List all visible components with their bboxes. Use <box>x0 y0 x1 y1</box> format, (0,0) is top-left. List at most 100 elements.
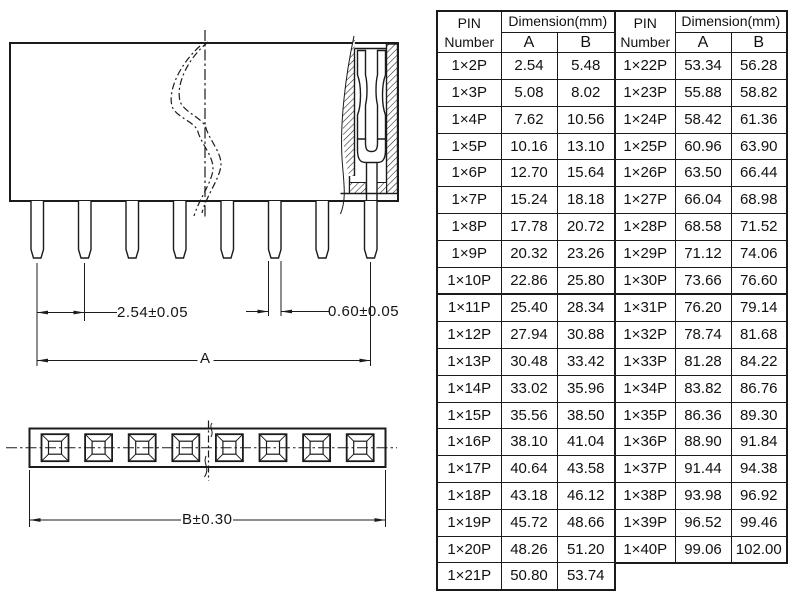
pin <box>125 201 140 259</box>
dim-a-cell: 96.52 <box>674 508 732 537</box>
pin <box>77 201 92 259</box>
floor-hatch <box>376 182 387 194</box>
dim-a-cell: 45.72 <box>500 508 558 537</box>
dim-b-cell: 61.36 <box>730 105 788 134</box>
dim-b-cell: 79.14 <box>730 293 788 323</box>
dim-a-cell: 40.64 <box>500 455 558 483</box>
pin-number-cell: 1×22P <box>614 52 676 80</box>
dim-a-cell: 2.54 <box>500 52 558 80</box>
bottom-break <box>204 420 213 481</box>
pin-number-cell: 1×10P <box>436 266 502 296</box>
pin-number-cell: 1×4P <box>436 105 502 134</box>
dim-a-cell: 53.34 <box>674 52 732 80</box>
dim-a-cell: 50.80 <box>500 562 558 591</box>
dim-a-cell: 22.86 <box>500 266 558 296</box>
dim-b-cell: 25.80 <box>556 266 616 296</box>
pin-number-cell: 1×23P <box>614 78 676 107</box>
overall-dimension-a <box>37 262 371 366</box>
pins <box>30 201 378 259</box>
pin-header-line2: Number <box>620 34 671 51</box>
dim-a-cell: 78.74 <box>674 321 732 349</box>
pin <box>267 201 282 259</box>
pin-number-cell: 1×32P <box>614 321 676 349</box>
break-lines <box>170 41 222 217</box>
pin-number-header: PIN Number <box>614 10 676 54</box>
dim-b-cell: 99.46 <box>730 508 788 537</box>
dim-b-cell: 86.76 <box>730 374 788 403</box>
pin-number-cell: 1×29P <box>614 239 676 268</box>
dim-b-cell: 53.74 <box>556 562 616 591</box>
pin-number-cell: 1×21P <box>436 562 502 591</box>
dim-b-cell: 15.64 <box>556 159 616 188</box>
dim-a-cell: 58.42 <box>674 105 732 134</box>
dimension-header: Dimension(mm) <box>674 10 788 33</box>
dim-b-cell: 23.26 <box>556 239 616 268</box>
pin <box>363 201 378 259</box>
dim-a-cell: 66.04 <box>674 186 732 214</box>
pin-header-line2: Number <box>444 34 495 51</box>
dim-b-cell: 51.20 <box>556 535 616 564</box>
dim-b-cell: 18.18 <box>556 186 616 214</box>
overall-dimension-label: A <box>200 350 211 367</box>
pin-number-cell: 1×24P <box>614 105 676 134</box>
pin-number-cell: 1×38P <box>614 481 676 510</box>
dim-a-cell: 33.02 <box>500 374 558 403</box>
dim-b-cell: 13.10 <box>556 132 616 161</box>
dim-a-cell: 7.62 <box>500 105 558 134</box>
bottom-dimension-label: B±0.30 <box>182 511 233 528</box>
pin-width-dimension-label: 0.60±0.05 <box>328 303 400 320</box>
dim-b-cell: 96.92 <box>730 481 788 510</box>
floor-hatch <box>349 182 367 194</box>
pin-header-line1: PIN <box>633 14 657 31</box>
right-wall-hatch <box>385 43 399 195</box>
dim-a-cell: 12.70 <box>500 159 558 188</box>
dim-a-cell: 15.24 <box>500 186 558 214</box>
dimension-header: Dimension(mm) <box>500 10 616 33</box>
dim-b-cell: 58.82 <box>730 78 788 107</box>
pin <box>315 201 330 259</box>
pin-number-cell: 1×26P <box>614 159 676 188</box>
pin <box>220 201 235 259</box>
pin-number-cell: 1×16P <box>436 428 502 457</box>
pin-number-cell: 1×15P <box>436 401 502 430</box>
pin-number-cell: 1×28P <box>614 212 676 241</box>
pin-number-cell: 1×12P <box>436 321 502 349</box>
dim-b-cell: 10.56 <box>556 105 616 134</box>
pin-number-cell: 1×17P <box>436 455 502 483</box>
dim-a-cell: 55.88 <box>674 78 732 107</box>
dim-b-cell: 28.34 <box>556 293 616 323</box>
pin-number-cell: 1×6P <box>436 159 502 188</box>
pin-header-line1: PIN <box>457 14 481 31</box>
dim-b-cell: 63.90 <box>730 132 788 161</box>
contact-spring <box>356 49 387 201</box>
dim-b-cell: 91.84 <box>730 428 788 457</box>
pin-number-cell: 1×3P <box>436 78 502 107</box>
pin-number-cell: 1×25P <box>614 132 676 161</box>
dim-a-cell: 88.90 <box>674 428 732 457</box>
dim-b-cell: 35.96 <box>556 374 616 403</box>
pitch-dimension <box>36 263 117 366</box>
pitch-dimension-label: 2.54±0.05 <box>117 304 189 321</box>
